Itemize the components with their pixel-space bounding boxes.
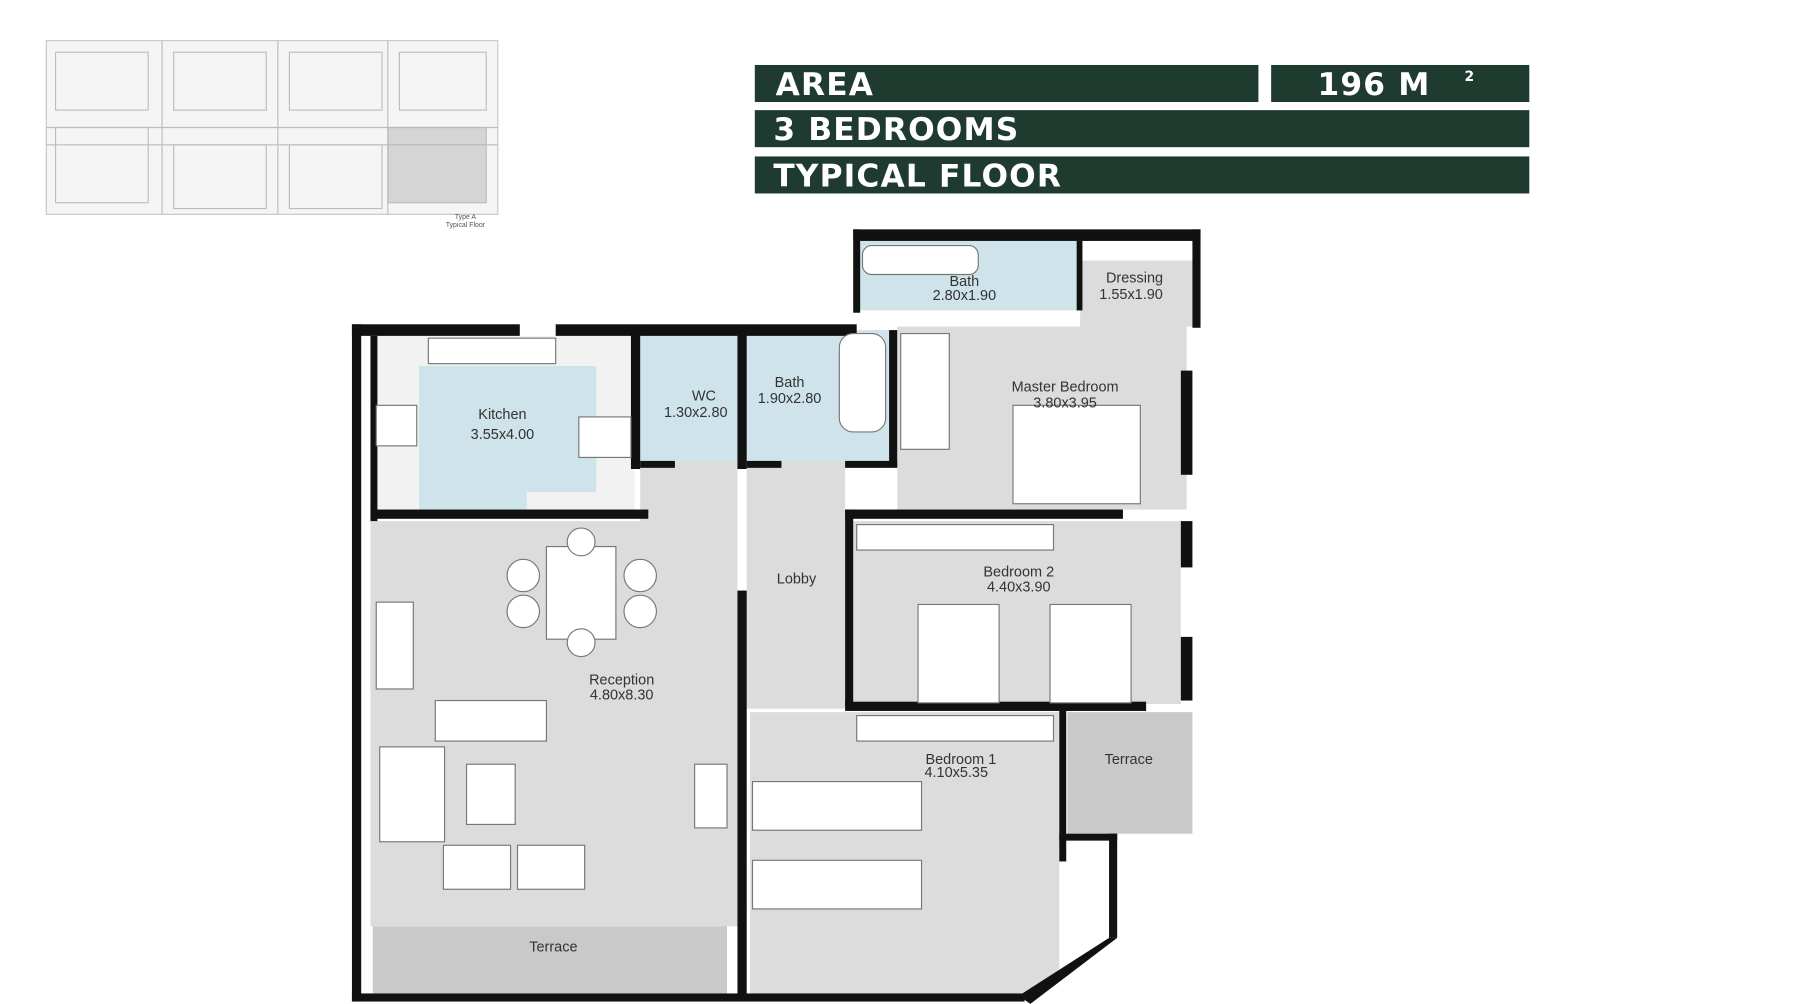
- floor-label: TYPICAL FLOOR: [773, 159, 1062, 195]
- keyplan-highlight: [387, 127, 487, 203]
- terrace-bottom: [372, 926, 728, 994]
- terrace-bottom-label: Terrace: [529, 940, 577, 956]
- kitchen-label: Kitchen: [478, 407, 526, 423]
- wardrobe-1: [856, 715, 1055, 742]
- bathtub-2: [838, 332, 887, 433]
- tv-unit: [694, 763, 728, 829]
- dressing-label: Dressing: [1106, 271, 1163, 287]
- wardrobe-2: [856, 523, 1055, 551]
- wc-size: 1.30x2.80: [664, 405, 728, 421]
- area-label: AREA: [776, 67, 874, 103]
- master-bed: [1012, 404, 1141, 505]
- bedroom2-size: 4.40x3.90: [987, 580, 1051, 596]
- spec-header: AREA 196 M 2 3 BEDROOMS TYPICAL FLOOR: [754, 64, 1530, 195]
- bath-label: Bath: [775, 375, 805, 391]
- kitchen-size: 3.55x4.00: [471, 427, 535, 443]
- furniture: [375, 244, 1141, 910]
- key-plan-thumbnail: [45, 40, 499, 215]
- stove: [375, 404, 418, 447]
- walls: [351, 229, 1201, 1004]
- armchair: [516, 844, 586, 890]
- dressing-size: 1.55x1.90: [1099, 287, 1163, 303]
- area-value: 196 M: [1317, 67, 1430, 103]
- armchair: [442, 844, 512, 890]
- master-bedroom-size: 3.80x3.95: [1033, 396, 1097, 412]
- lobby-label: Lobby: [777, 572, 817, 588]
- sideboard: [375, 601, 414, 690]
- master-bath-size: 2.80x1.90: [933, 288, 997, 304]
- coffee-table: [465, 763, 516, 825]
- dining-table: [545, 545, 617, 640]
- bed-2b: [1049, 603, 1132, 704]
- terrace-right: [1067, 712, 1193, 834]
- dressing-room: [1080, 260, 1193, 327]
- corridor: [640, 460, 738, 522]
- wardrobe-master: [900, 332, 950, 450]
- wc-room: [640, 330, 738, 461]
- keyplan-caption-1: Type A: [455, 214, 477, 221]
- master-bath-label: Bath: [949, 274, 979, 290]
- bed-1a: [751, 781, 923, 831]
- terrace-right-label: Terrace: [1105, 752, 1153, 768]
- bedroom1-size: 4.10x5.35: [924, 765, 988, 781]
- bedroom2-label: Bedroom 2: [983, 565, 1054, 581]
- floor-bar: [754, 156, 1530, 194]
- room-labels: Kitchen 3.55x4.00 WC 1.30x2.80 Bath 1.90…: [471, 271, 1163, 956]
- bedroom1-room: [750, 712, 1060, 996]
- bedrooms-bar: [754, 110, 1530, 148]
- bedrooms-label: 3 BEDROOMS: [773, 112, 1019, 148]
- bed-2a: [917, 603, 1000, 704]
- bedroom1-label: Bedroom 1: [925, 752, 996, 768]
- reception-size: 4.80x8.30: [590, 687, 654, 703]
- kitchen-counter: [427, 337, 557, 365]
- sofa: [434, 699, 548, 742]
- bathtub: [861, 244, 979, 276]
- keyplan-caption-2: Typical Floor: [446, 222, 486, 229]
- bed-1b: [751, 859, 923, 910]
- area-bar: [754, 64, 1259, 103]
- area-value-bar: [1271, 64, 1530, 103]
- master-bedroom-label: Master Bedroom: [1012, 379, 1119, 395]
- sofa-side: [379, 746, 446, 843]
- bath-size: 1.90x2.80: [758, 391, 822, 407]
- wc-label: WC: [692, 389, 716, 405]
- lobby-room: [746, 460, 846, 709]
- reception-label: Reception: [589, 672, 654, 688]
- kitchen-appliance: [578, 416, 632, 459]
- kitchen-floor: [419, 365, 597, 510]
- area-unit-superscript: 2: [1464, 69, 1475, 85]
